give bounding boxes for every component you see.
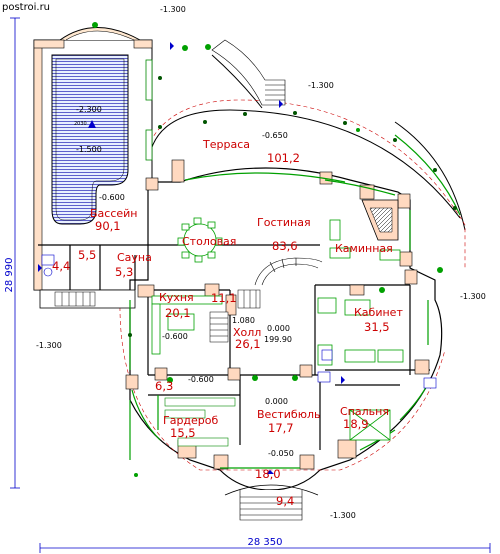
level-pool-edge: -0.600 [99, 193, 125, 202]
room-sauna-area: 5,3 [115, 265, 133, 279]
room-fireplace-name: Каминная [335, 242, 393, 255]
level-hall-a: 1.080 [232, 316, 255, 325]
level-terrace: -0.650 [262, 131, 288, 140]
area-small-1: 4,4 [52, 259, 70, 273]
arrow-icons [38, 42, 345, 474]
room-wardrobe-name: Гардероб [163, 414, 219, 427]
kitchen-furniture [151, 295, 223, 355]
level-terrace-steps: -1.300 [308, 81, 334, 90]
room-vestibule-area: 17,7 [268, 421, 294, 435]
wardrobe-racks [164, 397, 236, 447]
living-furniture [329, 219, 401, 261]
level-hall-d: -0.600 [188, 375, 214, 384]
room-sauna-name: Сауна [117, 251, 152, 264]
bed [349, 409, 391, 441]
bathroom-fixtures [41, 254, 437, 389]
plants [92, 22, 443, 477]
room-living-name: Гостиная [257, 216, 311, 229]
horizontal-dimension: 28 350 [248, 537, 283, 548]
room-terrace-area: 101,2 [267, 151, 300, 165]
hall-stairs [209, 289, 261, 343]
area-small-4: 6,3 [155, 379, 173, 393]
dimension-lines [10, 17, 491, 553]
room-study-area: 31,5 [364, 320, 390, 334]
room-hall-area: 26,1 [235, 337, 261, 351]
level-hall-c: 199.90 [264, 335, 292, 344]
level-kitchen: -0.600 [162, 332, 188, 341]
room-pool-area: 90,1 [95, 219, 121, 233]
spiral-stair [254, 257, 323, 286]
room-dining-name: Столовая [182, 235, 236, 248]
room-bedroom-name: Спальня [340, 405, 389, 418]
site-name: postroi.ru [2, 2, 50, 13]
level-pool-a: -2.300 [76, 105, 102, 114]
columns [128, 76, 457, 337]
area-porch: 18,0 [255, 467, 281, 481]
room-bedroom-area: 18,9 [343, 417, 369, 431]
room-kitchen-area: 20,1 [165, 306, 191, 320]
level-vestibule: 0.000 [265, 397, 288, 406]
room-living-area: 83,6 [272, 239, 298, 253]
level-bottom: -1.300 [330, 511, 356, 520]
room-study-name: Кабинет [354, 306, 403, 319]
level-markers: -1.300 -1.300 -0.650 -1.300 -1.300 -1.30… [36, 5, 486, 520]
level-hall-b: 0.000 [267, 324, 290, 333]
room-hall-name: Холл [233, 326, 261, 339]
room-labels: Бассейн 90,1 Терраса 101,2 Гостиная 83,6… [52, 138, 403, 508]
room-vestibule-name: Вестибюль [257, 408, 320, 421]
level-top: -1.300 [160, 5, 186, 14]
fireplace [361, 199, 399, 241]
terrace-stairs [211, 39, 286, 106]
area-small-2: 5,5 [78, 248, 96, 262]
pool-depth: 2030 [74, 121, 87, 127]
room-pool-name: Бассейн [90, 207, 138, 220]
area-steps: 9,4 [276, 494, 294, 508]
wall-blocks [125, 159, 430, 470]
level-right: -1.300 [460, 292, 486, 301]
room-kitchen-name: Кухня [159, 291, 194, 304]
corridor-steps [54, 291, 96, 307]
dining-table [177, 217, 223, 263]
level-pool-b: -1.500 [76, 145, 102, 154]
level-entry: -0.050 [268, 449, 294, 458]
room-wardrobe-area: 15,5 [170, 426, 196, 440]
area-small-3: 11,1 [211, 291, 237, 305]
pool-building [33, 27, 153, 291]
vertical-dimension: 28 990 [4, 258, 15, 293]
level-left: -1.300 [36, 341, 62, 350]
room-terrace-name: Терраса [202, 138, 250, 151]
entrance-steps [224, 484, 319, 521]
